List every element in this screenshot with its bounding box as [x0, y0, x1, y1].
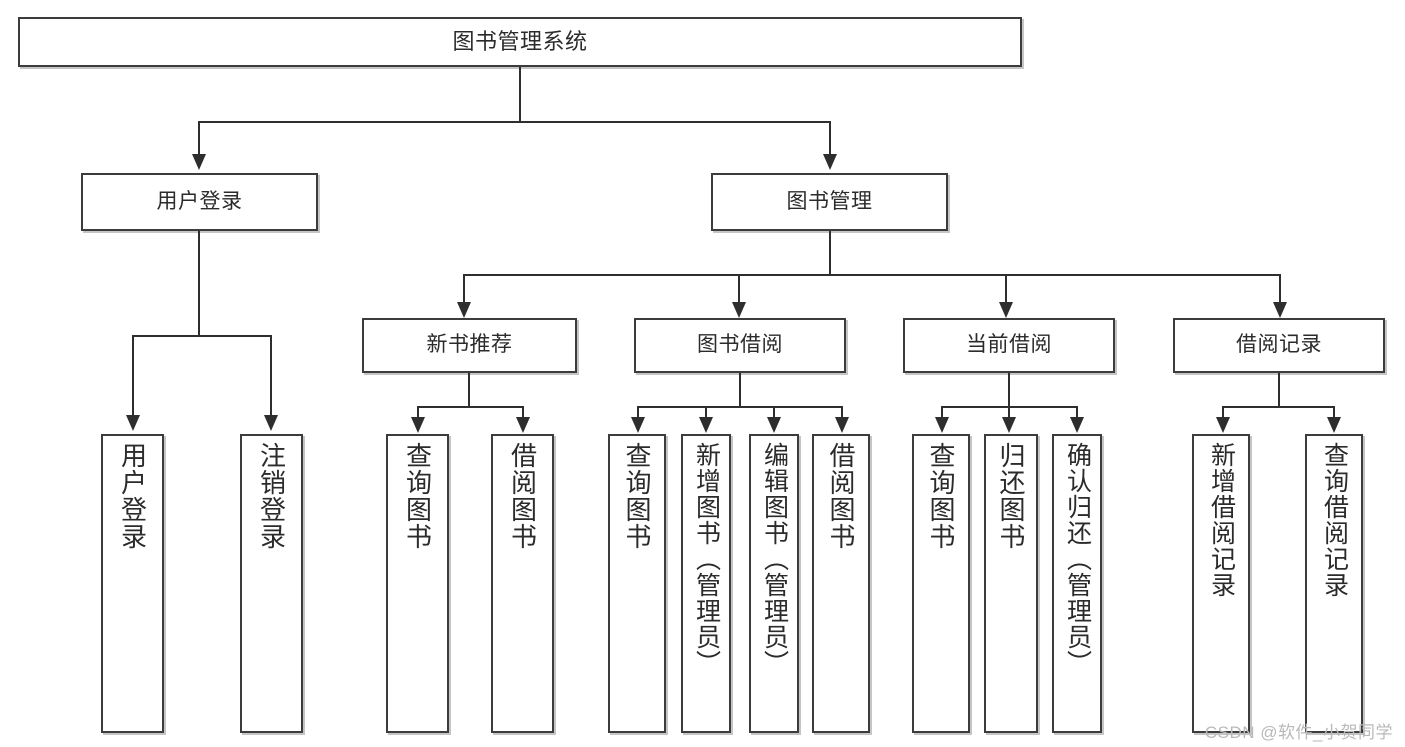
node-label: 注销登录 — [256, 442, 287, 550]
connector-bm-drop-2 — [738, 274, 740, 304]
node-label: 确认归还（管理员） — [1063, 442, 1092, 676]
connector-bb-drop-2 — [705, 406, 707, 419]
node-leaf-add-record[interactable]: 新增借阅记录 — [1192, 434, 1250, 733]
arrow-user-login-to-leaf-logout-login — [264, 415, 278, 431]
arrow-bb-to-leaf-borrow-book-2 — [835, 417, 849, 433]
connector-bb-bus — [637, 406, 843, 408]
node-current-borrow[interactable]: 当前借阅 — [903, 318, 1115, 373]
node-label: 编辑图书（管理员） — [760, 442, 789, 676]
node-label: 新增图书（管理员） — [692, 442, 721, 676]
arrow-bm-to-current-borrow — [999, 302, 1013, 318]
connector-user-login-drop-2 — [270, 335, 272, 417]
connector-cb-drop-1 — [941, 406, 943, 419]
connector-book-management-bus — [463, 274, 1281, 276]
node-leaf-borrow-book-1[interactable]: 借阅图书 — [491, 434, 554, 733]
connector-nbr-bus — [417, 406, 524, 408]
connector-root-to-book-management — [829, 121, 831, 156]
connector-root-stem — [519, 67, 521, 122]
node-leaf-edit-book[interactable]: 编辑图书（管理员） — [749, 434, 799, 733]
connector-br-drop-1 — [1222, 406, 1224, 419]
node-label: 查询借阅记录 — [1320, 442, 1349, 598]
node-label: 查询图书 — [926, 442, 957, 550]
connector-bb-drop-3 — [773, 406, 775, 419]
node-label: 借阅图书 — [826, 442, 857, 550]
node-leaf-logout-login[interactable]: 注销登录 — [240, 434, 303, 733]
arrow-root-to-book-management — [823, 154, 837, 170]
node-label: 借阅图书 — [507, 442, 538, 550]
connector-user-login-stem — [198, 231, 200, 336]
connector-cb-drop-2 — [1008, 406, 1010, 419]
connector-cb-stem — [1008, 373, 1010, 408]
connector-bb-drop-1 — [637, 406, 639, 419]
connector-nbr-drop-2 — [522, 406, 524, 419]
node-label: 新增借阅记录 — [1207, 442, 1236, 598]
node-label: 图书借阅 — [697, 333, 783, 357]
arrow-user-login-to-leaf-user-login — [126, 415, 140, 431]
connector-cb-drop-3 — [1076, 406, 1078, 419]
node-user-login[interactable]: 用户登录 — [81, 173, 318, 231]
node-label: 借阅记录 — [1236, 333, 1322, 357]
arrow-root-to-user-login — [192, 154, 206, 170]
arrow-br-to-leaf-query-record — [1327, 417, 1341, 433]
node-leaf-query-book-3[interactable]: 查询图书 — [912, 434, 970, 733]
node-leaf-user-login[interactable]: 用户登录 — [101, 434, 164, 733]
arrow-br-to-leaf-add-record — [1216, 417, 1230, 433]
arrow-cb-to-leaf-return-book — [1002, 417, 1016, 433]
node-leaf-add-book[interactable]: 新增图书（管理员） — [681, 434, 731, 733]
arrow-nbr-to-leaf-query-book-1 — [411, 417, 425, 433]
connector-bm-drop-3 — [1005, 274, 1007, 304]
arrow-bm-to-borrow-record — [1273, 302, 1287, 318]
connector-bm-drop-4 — [1279, 274, 1281, 304]
connector-bb-drop-4 — [841, 406, 843, 419]
node-label: 查询图书 — [402, 442, 433, 550]
node-leaf-borrow-book-2[interactable]: 借阅图书 — [812, 434, 870, 733]
node-label: 用户登录 — [117, 442, 148, 550]
connector-root-bus — [198, 121, 831, 123]
connector-user-login-drop-1 — [132, 335, 134, 417]
node-label: 图书管理 — [786, 189, 873, 213]
node-new-book-recommend[interactable]: 新书推荐 — [362, 318, 577, 373]
connector-br-bus — [1222, 406, 1335, 408]
arrow-bb-to-leaf-edit-book — [767, 417, 781, 433]
connector-nbr-stem — [468, 373, 470, 408]
arrow-bm-to-new-book-recommend — [457, 302, 471, 318]
arrow-bb-to-leaf-query-book-2 — [631, 417, 645, 433]
connector-nbr-drop-1 — [417, 406, 419, 419]
node-label: 当前借阅 — [966, 333, 1052, 357]
connector-bm-drop-1 — [463, 274, 465, 304]
arrow-bb-to-leaf-add-book — [699, 417, 713, 433]
node-leaf-confirm-return[interactable]: 确认归还（管理员） — [1052, 434, 1102, 733]
node-leaf-query-book-2[interactable]: 查询图书 — [608, 434, 666, 733]
node-root-book-management-system[interactable]: 图书管理系统 — [18, 17, 1022, 67]
node-label: 用户登录 — [156, 189, 243, 213]
arrow-nbr-to-leaf-borrow-book-1 — [516, 417, 530, 433]
node-leaf-query-record[interactable]: 查询借阅记录 — [1305, 434, 1363, 733]
connector-book-management-stem — [829, 231, 831, 275]
connector-root-to-user-login — [198, 121, 200, 156]
node-book-management[interactable]: 图书管理 — [711, 173, 948, 231]
node-leaf-query-book-1[interactable]: 查询图书 — [386, 434, 449, 733]
node-book-borrow[interactable]: 图书借阅 — [634, 318, 846, 373]
connector-bb-stem — [739, 373, 741, 408]
arrow-cb-to-leaf-confirm-return — [1070, 417, 1084, 433]
connector-user-login-bus — [132, 335, 272, 337]
connector-br-stem — [1278, 373, 1280, 408]
connector-br-drop-2 — [1333, 406, 1335, 419]
node-label: 查询图书 — [622, 442, 653, 550]
node-label: 新书推荐 — [426, 333, 513, 357]
arrow-bm-to-book-borrow — [732, 302, 746, 318]
node-label: 图书管理系统 — [452, 29, 588, 55]
arrow-cb-to-leaf-query-book-3 — [935, 417, 949, 433]
node-label: 归还图书 — [996, 442, 1027, 550]
node-leaf-return-book[interactable]: 归还图书 — [984, 434, 1038, 733]
node-borrow-record[interactable]: 借阅记录 — [1173, 318, 1385, 373]
